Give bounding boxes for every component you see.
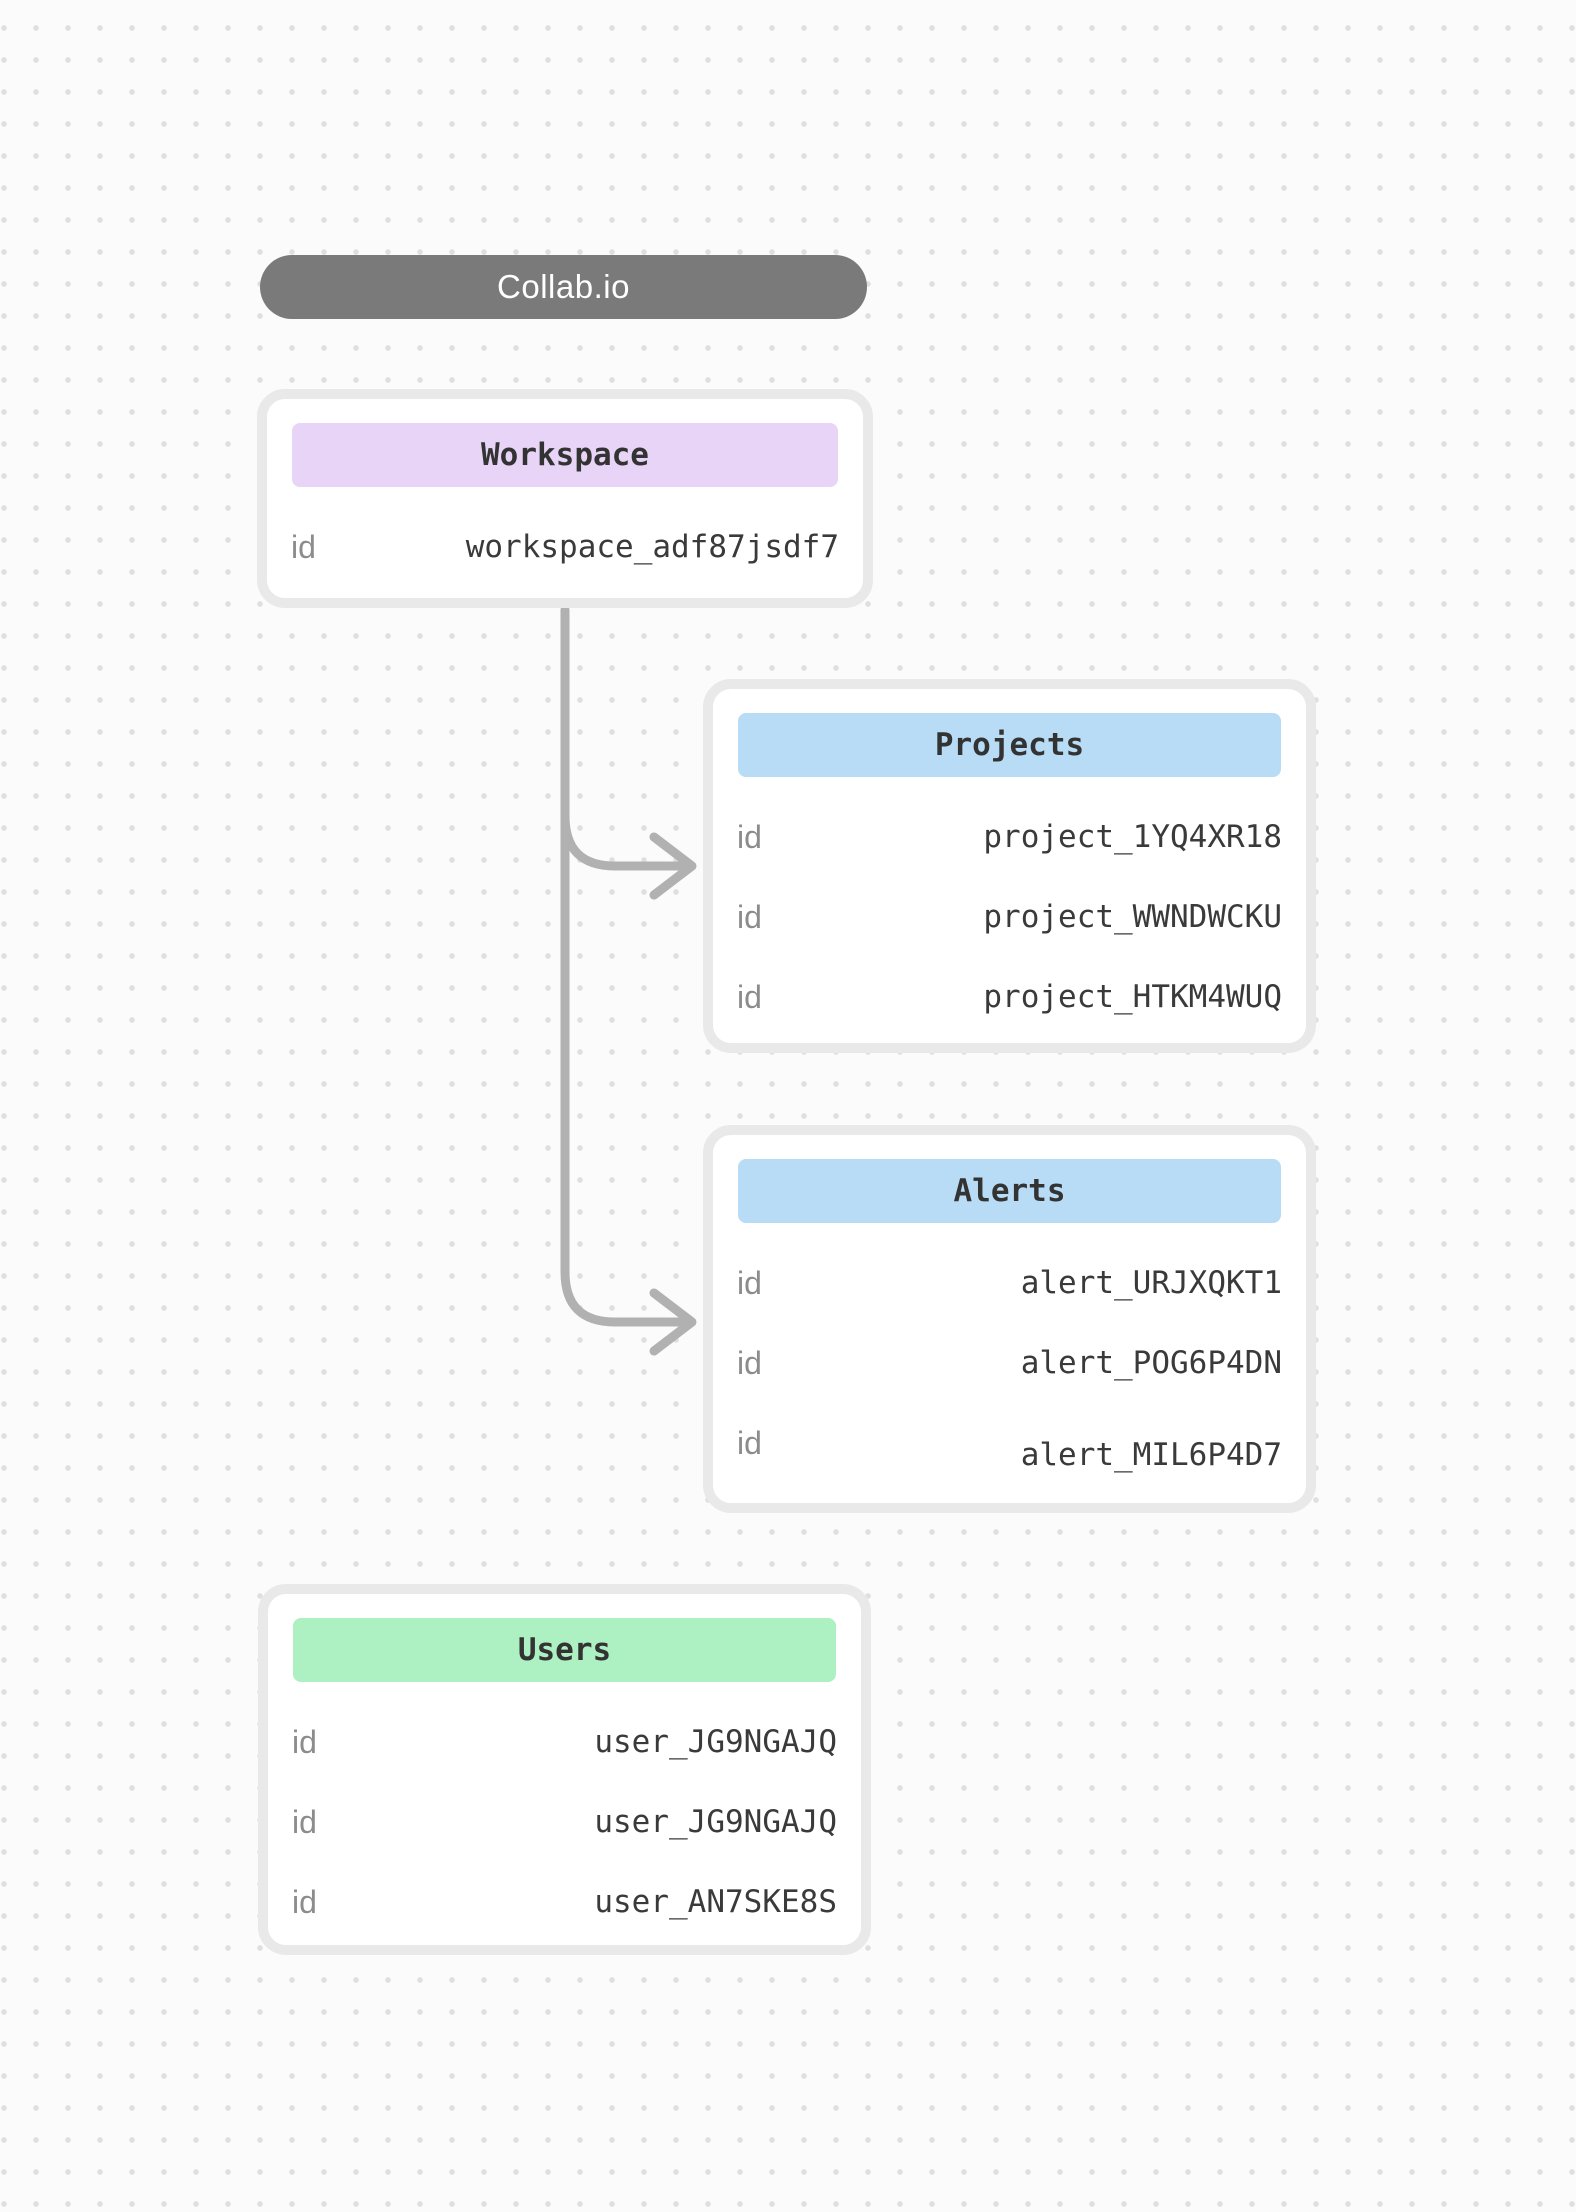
- field-value: user_AN7SKE8S: [594, 1884, 837, 1920]
- field-value: user_JG9NGAJQ: [594, 1804, 837, 1840]
- field-rows: id user_JG9NGAJQ id user_JG9NGAJQ id use…: [268, 1702, 861, 1942]
- arrowhead-icon: [649, 1288, 697, 1356]
- entity-card-users[interactable]: Users id user_JG9NGAJQ id user_JG9NGAJQ …: [258, 1584, 871, 1955]
- field-row: id project_WWNDWCKU: [713, 877, 1306, 957]
- field-value: user_JG9NGAJQ: [594, 1724, 837, 1760]
- entity-header-projects: Projects: [738, 713, 1281, 777]
- field-value: alert_URJXQKT1: [1020, 1265, 1282, 1301]
- field-value: workspace_adf87jsdf7: [465, 529, 839, 565]
- connector-workspace-projects[interactable]: [560, 811, 697, 900]
- field-label: id: [737, 978, 762, 1015]
- field-value: project_1YQ4XR18: [983, 819, 1282, 855]
- diagram-title: Collab.io: [497, 268, 630, 305]
- field-row: id user_AN7SKE8S: [268, 1862, 861, 1942]
- field-row: id workspace_adf87jsdf7: [267, 507, 863, 587]
- field-row: id alert_POG6P4DN: [713, 1323, 1306, 1403]
- connector-workspace-alerts[interactable]: [560, 605, 697, 1356]
- field-rows: id workspace_adf87jsdf7: [267, 507, 863, 587]
- field-rows: id alert_URJXQKT1 id alert_POG6P4DN id a…: [713, 1243, 1306, 1483]
- entity-header-alerts: Alerts: [738, 1159, 1281, 1223]
- field-row: id user_JG9NGAJQ: [268, 1782, 861, 1862]
- field-label: id: [292, 1803, 317, 1840]
- entity-header-users: Users: [293, 1618, 836, 1682]
- field-value: alert_MIL6P4D7: [1020, 1437, 1282, 1473]
- field-value: project_WWNDWCKU: [983, 899, 1282, 935]
- field-row: id alert_URJXQKT1: [713, 1243, 1306, 1323]
- connector-line: [560, 811, 691, 871]
- field-rows: id project_1YQ4XR18 id project_WWNDWCKU …: [713, 797, 1306, 1037]
- field-label: id: [737, 898, 762, 935]
- field-label: id: [737, 1344, 762, 1381]
- field-label: id: [292, 1883, 317, 1920]
- field-label: id: [737, 818, 762, 855]
- connector-line: [560, 605, 691, 1327]
- entity-header-workspace: Workspace: [292, 423, 838, 487]
- field-row: id user_JG9NGAJQ: [268, 1702, 861, 1782]
- field-label: id: [292, 1723, 317, 1760]
- field-label: id: [291, 528, 316, 565]
- field-value: alert_POG6P4DN: [1020, 1345, 1282, 1381]
- field-value: project_HTKM4WUQ: [983, 979, 1282, 1015]
- entity-card-alerts[interactable]: Alerts id alert_URJXQKT1 id alert_POG6P4…: [703, 1125, 1316, 1513]
- field-row: id alert_MIL6P4D7: [713, 1403, 1306, 1483]
- entity-card-workspace[interactable]: Workspace id workspace_adf87jsdf7: [257, 389, 873, 608]
- diagram-title-pill[interactable]: Collab.io: [260, 255, 867, 319]
- field-label: id: [737, 1424, 762, 1461]
- entity-card-projects[interactable]: Projects id project_1YQ4XR18 id project_…: [703, 679, 1316, 1053]
- field-row: id project_1YQ4XR18: [713, 797, 1306, 877]
- arrowhead-icon: [649, 832, 697, 900]
- field-label: id: [737, 1264, 762, 1301]
- field-row: id project_HTKM4WUQ: [713, 957, 1306, 1037]
